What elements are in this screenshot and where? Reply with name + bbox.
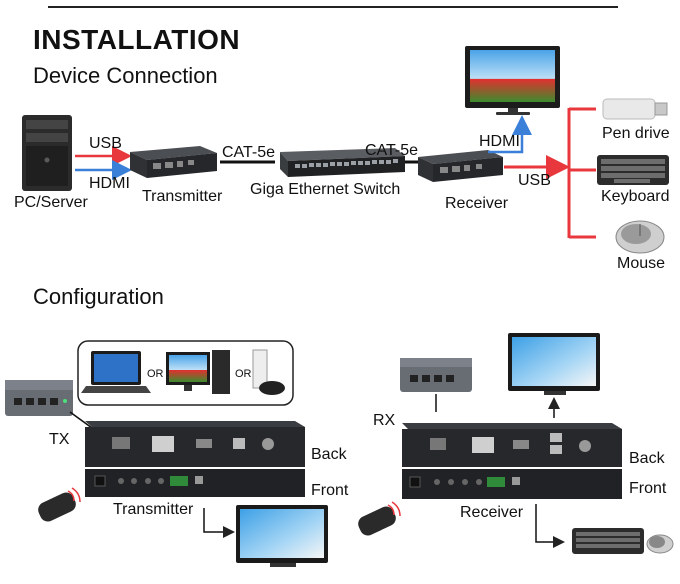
back-label-right: Back xyxy=(629,450,665,467)
mouse-label: Mouse xyxy=(617,255,666,272)
or-label-2: OR xyxy=(235,368,252,380)
front-label-right: Front xyxy=(629,480,667,497)
receiver-label: Receiver xyxy=(445,195,509,212)
pen-drive-icon xyxy=(602,98,668,120)
tx-tv-icon xyxy=(236,505,328,567)
top-rule xyxy=(48,6,618,8)
desktop-pc-icon xyxy=(166,350,230,394)
laptop-icon xyxy=(81,351,151,393)
remote-control-right-icon xyxy=(358,501,401,536)
receiver-front-panel xyxy=(402,469,622,499)
configuration-heading: Configuration xyxy=(33,284,164,309)
hdmi-label-left: HDMI xyxy=(89,175,130,192)
config-receiver-label: Receiver xyxy=(460,504,524,521)
or-label-1: OR xyxy=(147,368,164,380)
switch-label: Giga Ethernet Switch xyxy=(250,181,401,198)
rx-usb-output-line xyxy=(535,504,565,548)
transmitter-front-panel xyxy=(85,469,305,497)
pc-server-label: PC/Server xyxy=(14,194,88,211)
keyboard-label: Keyboard xyxy=(601,188,670,205)
front-label-left: Front xyxy=(311,482,349,499)
rx-switch-icon xyxy=(400,358,472,392)
device-connection-heading: Device Connection xyxy=(33,63,218,88)
hdmi-line-right xyxy=(488,115,532,154)
mouse-icon xyxy=(615,220,665,254)
usb-label-right: USB xyxy=(518,172,551,189)
tx-link-line xyxy=(69,411,93,429)
page-title: INSTALLATION xyxy=(33,24,241,55)
ethernet-switch-icon xyxy=(280,148,405,177)
game-console-icon xyxy=(252,349,285,395)
receiver-back-panel xyxy=(402,423,622,467)
remote-control-left-icon xyxy=(38,487,81,522)
transmitter-label: Transmitter xyxy=(142,188,223,205)
pen-drive-label: Pen drive xyxy=(602,125,670,142)
rx-keyboard-icon xyxy=(572,528,644,554)
receiver-icon xyxy=(418,150,503,182)
transmitter-icon xyxy=(130,146,217,178)
cat5e-label-right: CAT-5e xyxy=(365,142,419,159)
hdmi-label-right: HDMI xyxy=(479,133,520,150)
tx-output-line xyxy=(203,508,235,538)
rx-mouse-icon xyxy=(646,534,674,554)
tx-label: TX xyxy=(49,431,70,448)
monitor-icon xyxy=(465,46,560,115)
transmitter-back-panel xyxy=(85,421,305,467)
tx-switch-icon xyxy=(5,380,73,416)
rx-tv-top-icon xyxy=(508,333,600,395)
cat5e-label-left: CAT-5e xyxy=(222,144,276,161)
rx-label: RX xyxy=(373,412,396,429)
back-label-left: Back xyxy=(311,446,347,463)
pc-server-icon xyxy=(22,115,72,191)
config-transmitter-label: Transmitter xyxy=(113,501,194,518)
keyboard-icon xyxy=(597,155,669,185)
usb-label-left: USB xyxy=(89,135,122,152)
